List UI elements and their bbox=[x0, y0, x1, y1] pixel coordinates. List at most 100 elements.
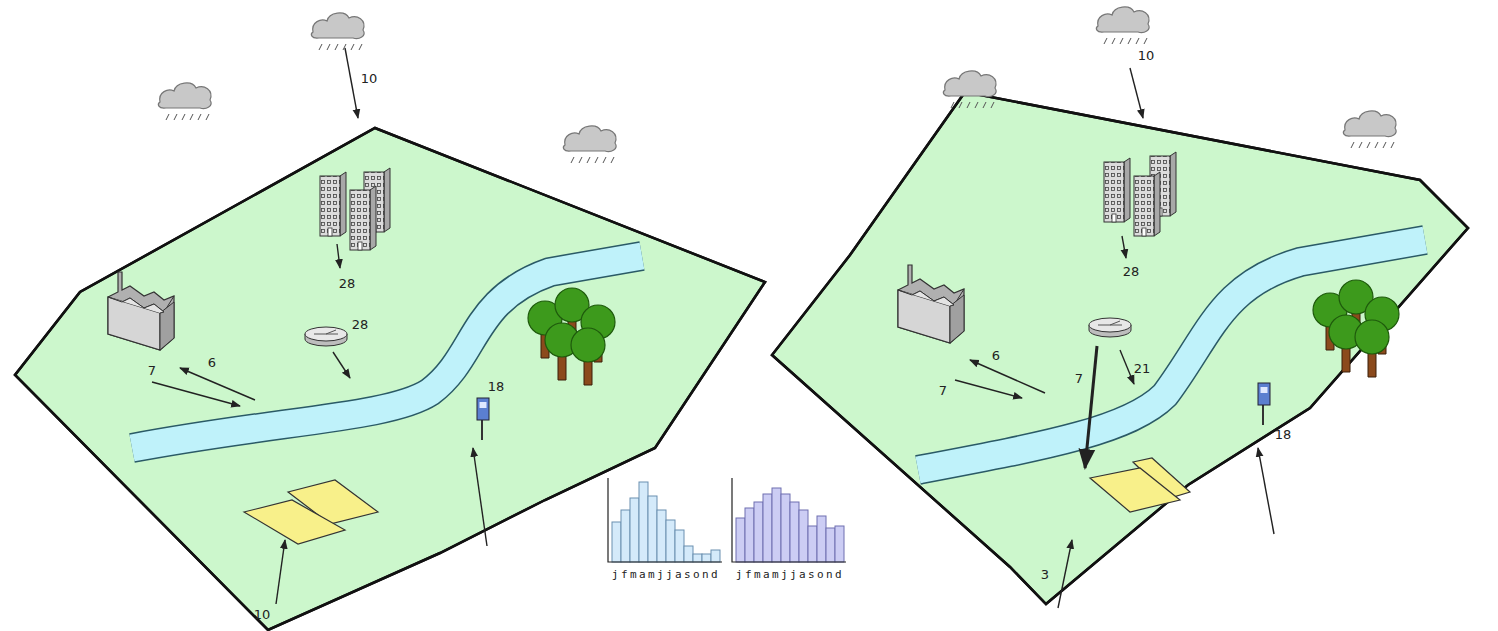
rain-cloud-part bbox=[311, 13, 364, 50]
land-panel bbox=[15, 128, 765, 630]
monthly-bar-chart-part bbox=[754, 502, 763, 562]
flow-number: 10 bbox=[361, 72, 378, 85]
monthly-bar-chart-part bbox=[772, 488, 781, 562]
factory-part bbox=[108, 272, 174, 350]
flow-arrow-part bbox=[1085, 346, 1097, 468]
monthly-bar-chart-part bbox=[763, 494, 772, 562]
city-buildings-part bbox=[1134, 172, 1160, 236]
flow-arrow-part bbox=[1258, 448, 1274, 534]
flow-number: 7 bbox=[148, 364, 156, 377]
monitoring-sign-part bbox=[1258, 383, 1270, 425]
land-panel-part bbox=[15, 128, 765, 630]
flow-number: 28 bbox=[339, 277, 356, 290]
land-panel-part bbox=[918, 240, 1425, 470]
flow-arrow-part bbox=[152, 382, 240, 406]
flow-arrow bbox=[152, 48, 1274, 608]
monthly-bar-chart-part bbox=[736, 518, 745, 562]
monthly-bar-chart-part bbox=[702, 554, 711, 562]
flow-number: 18 bbox=[1275, 428, 1292, 441]
flow-arrow-part bbox=[1058, 540, 1072, 608]
land-panel-part bbox=[15, 128, 765, 630]
flow-number: 10 bbox=[1138, 49, 1155, 62]
forest bbox=[528, 280, 1399, 385]
chart-axis bbox=[608, 478, 846, 562]
flow-arrow-part bbox=[955, 380, 1022, 398]
monthly-bar-chart-part bbox=[835, 526, 844, 562]
monthly-bar-chart-part bbox=[745, 508, 754, 562]
month-axis-label: jfmamjjasond bbox=[736, 569, 844, 580]
flow-number: 28 bbox=[1123, 265, 1140, 278]
flow-arrow-part bbox=[1130, 68, 1143, 118]
flow-arrow-part bbox=[180, 368, 255, 400]
monthly-bar-chart-part bbox=[675, 530, 684, 562]
flow-number: 6 bbox=[992, 349, 1000, 362]
flow-number: 7 bbox=[1075, 372, 1083, 385]
monthly-bar-chart bbox=[736, 488, 844, 562]
forest-part bbox=[571, 328, 605, 385]
land-panel-part bbox=[918, 240, 1425, 470]
monthly-bar-chart-part bbox=[648, 496, 657, 562]
flow-number: 28 bbox=[352, 318, 369, 331]
rain-cloud-part bbox=[1343, 111, 1396, 148]
flow-number: 21 bbox=[1134, 362, 1151, 375]
chart-axis-part bbox=[608, 478, 722, 562]
rain-cloud-part bbox=[943, 71, 996, 108]
monthly-bar-chart-part bbox=[781, 494, 790, 562]
land-panel-part bbox=[132, 256, 642, 448]
monthly-bar-chart-part bbox=[790, 502, 799, 562]
flow-arrow-part bbox=[970, 360, 1045, 393]
flow-arrow-part bbox=[337, 244, 340, 268]
monthly-bar-chart bbox=[612, 482, 720, 562]
rain-cloud-part bbox=[1096, 7, 1149, 44]
chart-axis-part bbox=[732, 478, 846, 562]
monthly-bar-chart-part bbox=[826, 528, 835, 562]
monthly-bar-chart-part bbox=[693, 554, 702, 562]
monthly-bar-chart-part bbox=[799, 510, 808, 562]
monitoring-sign bbox=[477, 383, 1270, 440]
city-buildings-part bbox=[350, 186, 376, 250]
flow-number: 3 bbox=[1041, 568, 1049, 581]
monthly-bar-chart-part bbox=[808, 526, 817, 562]
city-buildings-part bbox=[320, 172, 346, 236]
month-axis-label: jfmamjjasond bbox=[612, 569, 720, 580]
rain-cloud bbox=[158, 7, 1396, 163]
flow-arrow-part bbox=[1122, 236, 1126, 258]
monthly-bar-chart-part bbox=[612, 522, 621, 562]
flow-number: 10 bbox=[254, 608, 271, 621]
monthly-bar-chart-part bbox=[711, 550, 720, 562]
treatment-plant bbox=[305, 318, 1131, 346]
rain-cloud-part bbox=[563, 126, 616, 163]
fields-part bbox=[1090, 468, 1180, 512]
flow-arrow-part bbox=[473, 448, 487, 546]
flow-arrow-part bbox=[276, 540, 285, 604]
rain-cloud-part bbox=[158, 83, 211, 120]
land-panel bbox=[772, 92, 1468, 604]
monitoring-sign-part bbox=[477, 398, 489, 440]
fields-part bbox=[244, 500, 345, 544]
city-buildings bbox=[320, 152, 1176, 250]
land-panel-part bbox=[132, 256, 642, 448]
monthly-bar-chart-part bbox=[630, 498, 639, 562]
monthly-bar-chart-part bbox=[621, 510, 630, 562]
flow-number: 6 bbox=[208, 356, 216, 369]
monthly-bar-chart-part bbox=[684, 546, 693, 562]
land-panel-part bbox=[772, 92, 1468, 604]
factory-part bbox=[898, 265, 964, 343]
monthly-bar-chart-part bbox=[817, 516, 826, 562]
city-buildings-part bbox=[1104, 158, 1130, 222]
forest-part bbox=[1355, 320, 1389, 377]
flow-arrow-part bbox=[345, 48, 358, 118]
monthly-bar-chart-part bbox=[666, 520, 675, 562]
monthly-bar-chart-part bbox=[657, 510, 666, 562]
flow-arrow-part bbox=[1120, 350, 1134, 384]
monthly-bar-chart-part bbox=[639, 482, 648, 562]
flow-number: 7 bbox=[939, 384, 947, 397]
treatment-plant-part bbox=[1089, 318, 1131, 337]
treatment-plant-part bbox=[305, 327, 347, 346]
flow-arrow-part bbox=[333, 352, 350, 378]
fields bbox=[244, 458, 1190, 544]
flow-number: 18 bbox=[488, 380, 505, 393]
land-panel-part bbox=[772, 92, 1468, 604]
